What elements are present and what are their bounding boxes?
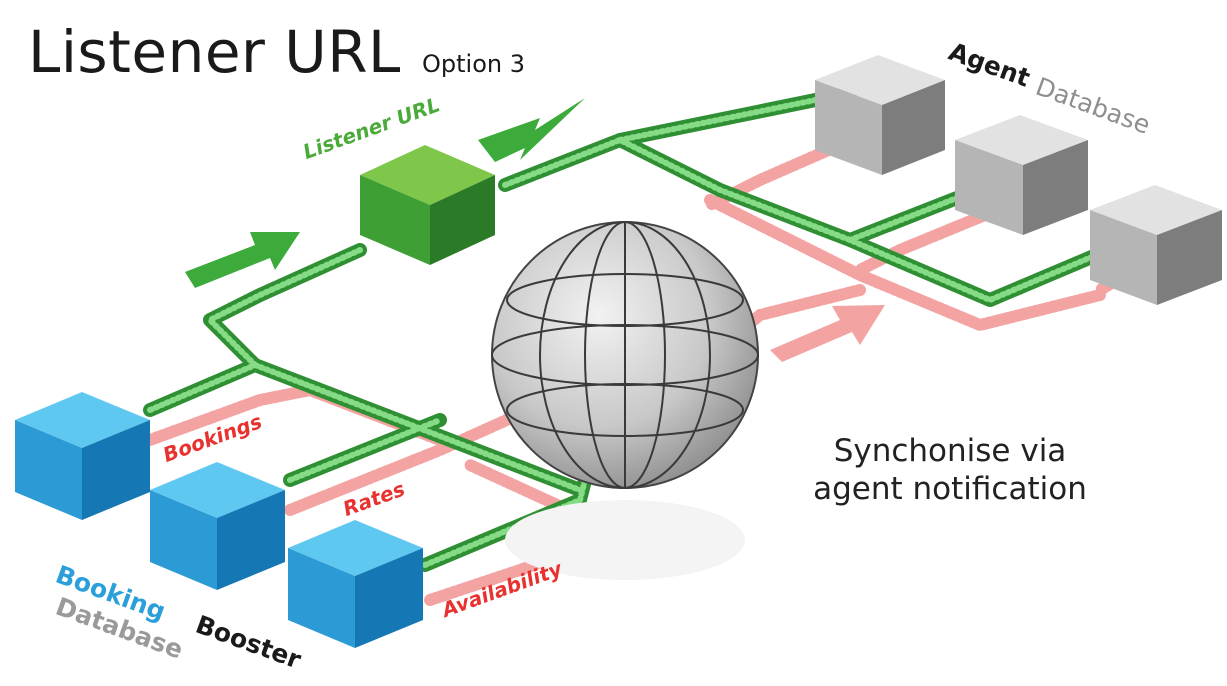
globe-icon xyxy=(491,221,759,580)
agent-cube-2 xyxy=(955,115,1088,235)
listener-cube xyxy=(360,145,495,265)
booking-cube-1 xyxy=(15,392,150,520)
caption: Synchonise via agent notification xyxy=(780,432,1120,508)
agent-cube-1 xyxy=(815,55,945,175)
arrow-icon xyxy=(185,98,885,362)
agent-cube-3 xyxy=(1090,185,1222,305)
booking-cube-3 xyxy=(288,520,423,648)
caption-line2: agent notification xyxy=(813,471,1087,507)
page-subtitle: Option 3 xyxy=(422,50,525,78)
caption-line1: Synchonise via xyxy=(833,433,1067,469)
page-title: Listener URL xyxy=(28,18,401,86)
booking-cube-2 xyxy=(150,462,285,590)
